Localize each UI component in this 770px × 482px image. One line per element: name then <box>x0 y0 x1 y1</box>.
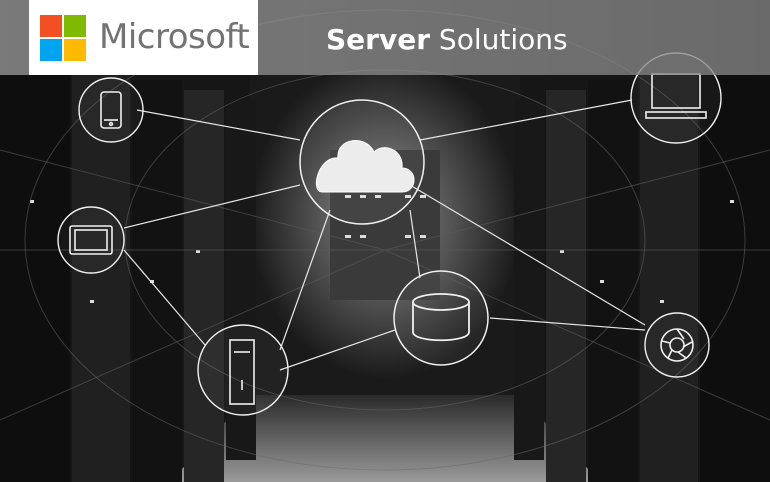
microsoft-logo-icon <box>40 15 86 61</box>
logo-red-square <box>40 15 62 37</box>
smartphone-node <box>78 77 144 143</box>
title-rest: Solutions <box>438 23 568 56</box>
server-tower-icon <box>229 339 255 405</box>
smartphone-icon <box>100 91 122 129</box>
desktop-node <box>630 52 722 144</box>
cloud-icon <box>315 140 415 193</box>
logo-green-square <box>64 15 86 37</box>
title-bold: Server <box>326 23 431 56</box>
microsoft-logo-lockup: Microsoft <box>29 0 258 75</box>
tablet-node <box>57 206 125 274</box>
page-title: Server Solutions <box>326 20 568 60</box>
database-icon <box>412 293 470 342</box>
title-bar: Microsoft Server Solutions <box>0 0 770 75</box>
logo-yellow-square <box>64 39 86 61</box>
tablet-icon <box>69 225 113 255</box>
camera-node <box>644 312 710 378</box>
database-node <box>393 270 489 366</box>
microsoft-wordmark: Microsoft <box>99 17 250 57</box>
server-node <box>197 324 289 416</box>
cloud-node <box>299 99 425 225</box>
logo-blue-square <box>40 39 62 61</box>
camera-aperture-icon <box>660 328 694 362</box>
